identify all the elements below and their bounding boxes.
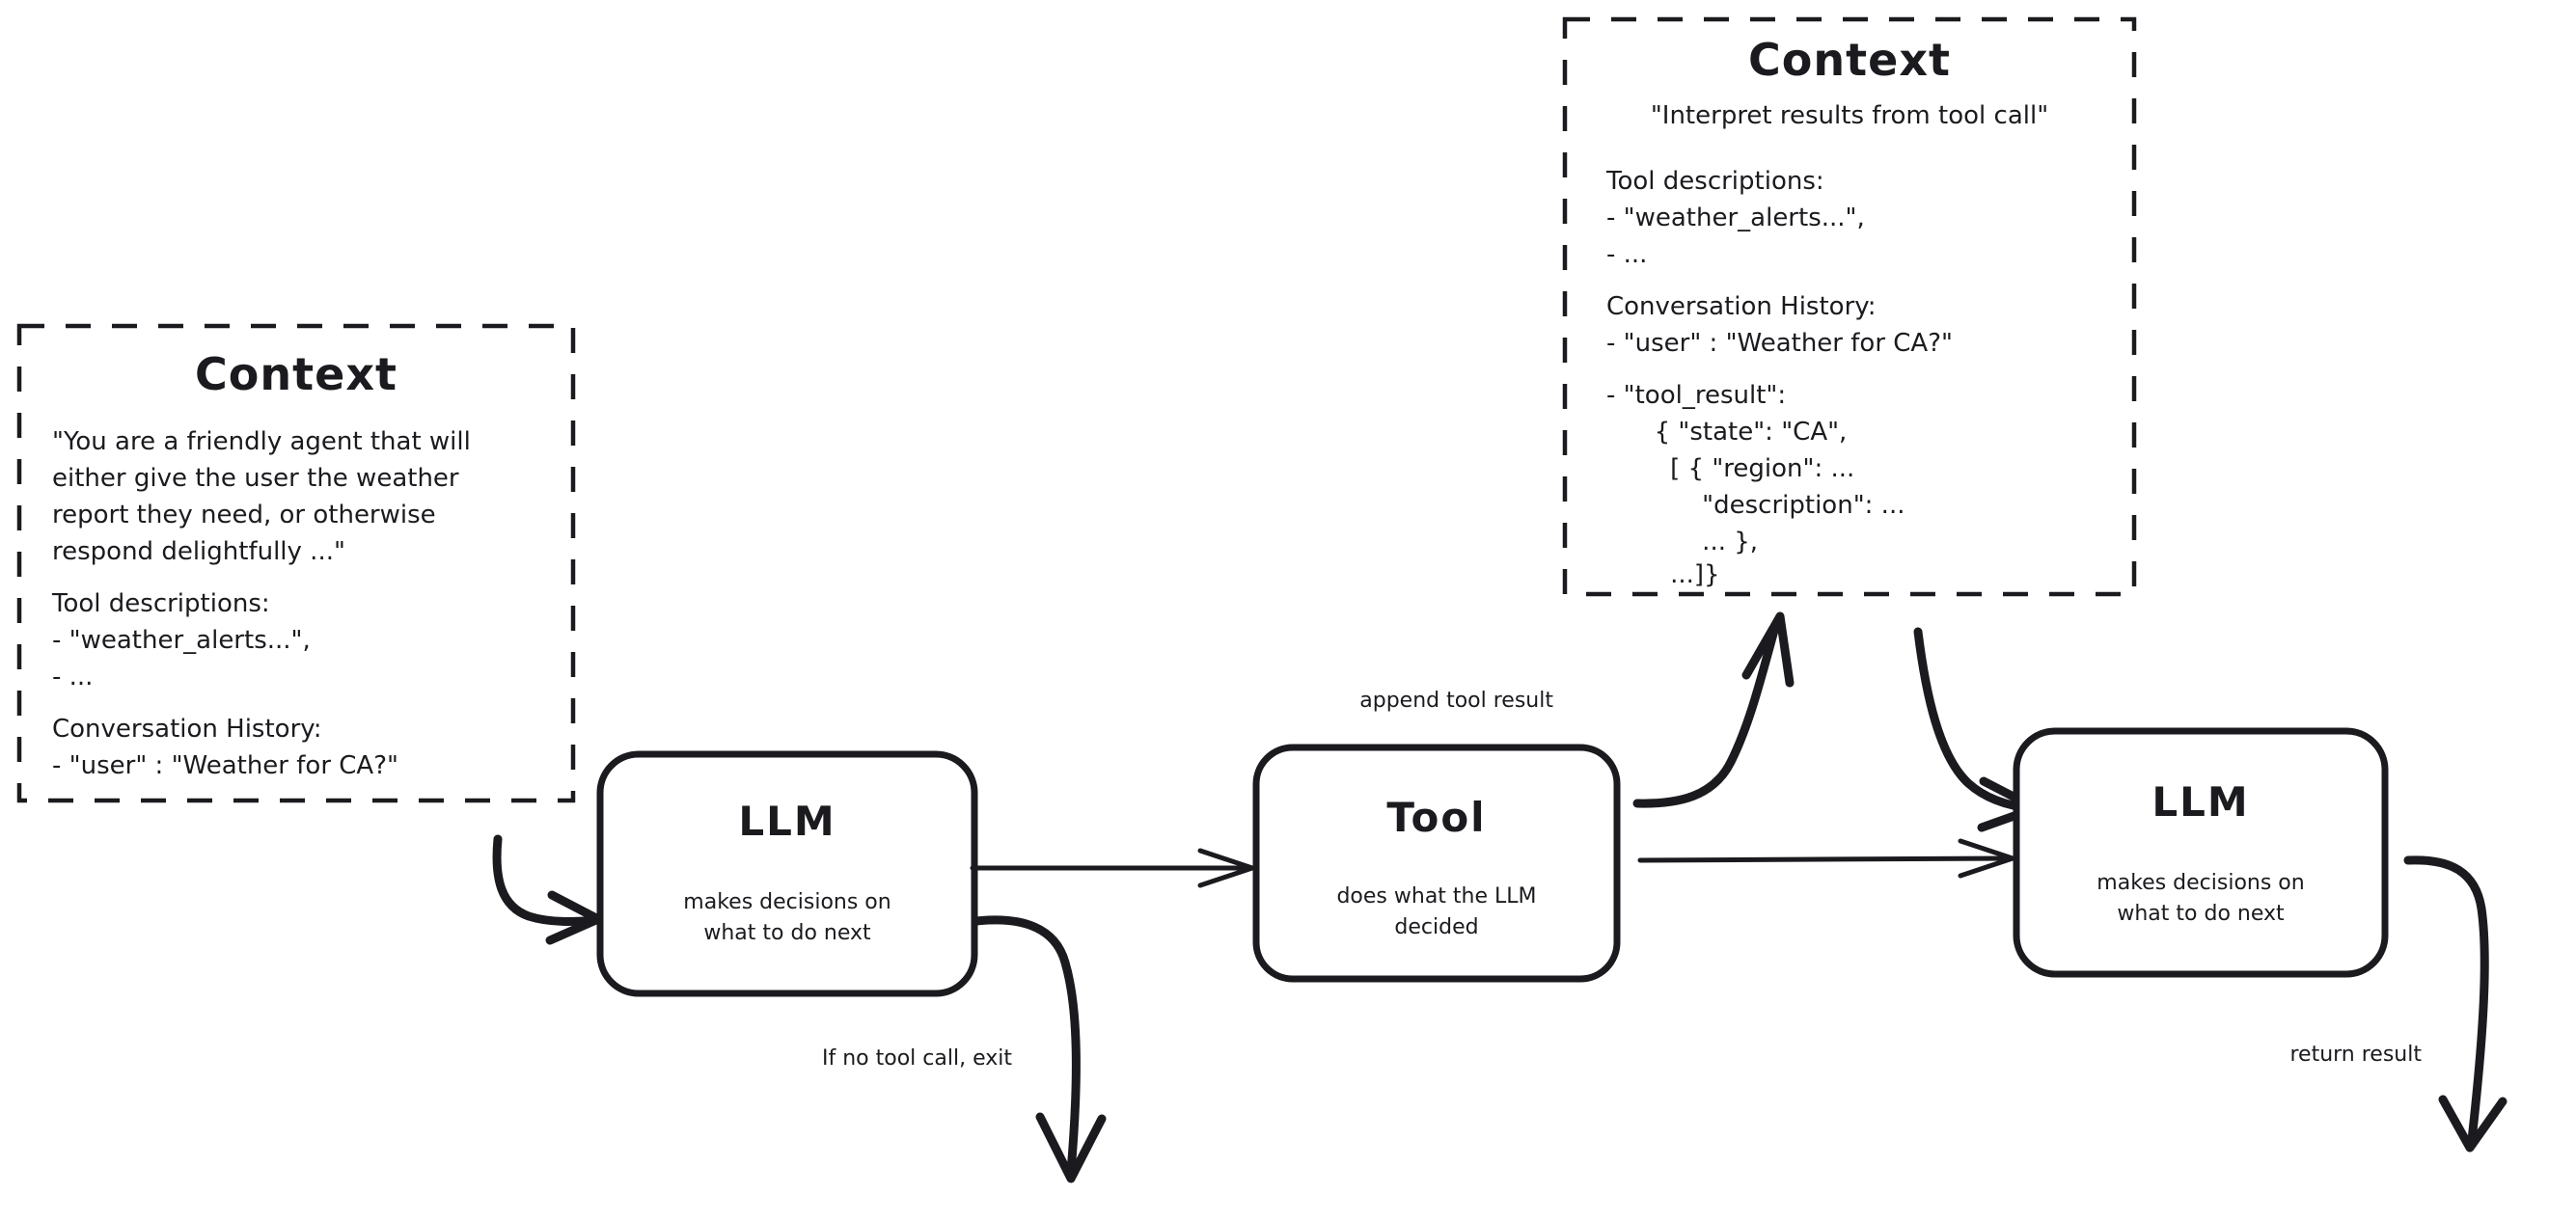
- context-left-line-10: - "user" : "Weather for CA?": [52, 751, 398, 780]
- context-left-line-3: respond delightfully ...": [52, 537, 345, 566]
- context-left-line-0: "You are a friendly agent that will: [52, 427, 471, 456]
- node-llm-first-subtitle-1: makes decisions on: [683, 890, 891, 914]
- arrow-llm-exit-line: [972, 915, 1081, 1177]
- context-right-line-5: - "user" : "Weather for CA?": [1606, 329, 1953, 358]
- node-tool-title: Tool: [1386, 794, 1486, 841]
- context-right-line-4: Conversation History:: [1606, 292, 1877, 321]
- context-left-border: [16, 323, 576, 803]
- node-llm-first-title: LLM: [738, 798, 836, 845]
- arrow-tool-to-context: append tool result: [1359, 611, 1795, 808]
- context-right-line-0: Tool descriptions:: [1605, 167, 1824, 196]
- arrow-tool-to-context-head: [1741, 611, 1795, 688]
- arrow-llm-to-tool-head: [1197, 848, 1255, 888]
- arrow-tool-to-context-label: append tool result: [1359, 689, 1553, 713]
- arrow-llm-exit: If no tool call, exit: [822, 915, 1107, 1183]
- context-left-line-5: Tool descriptions:: [51, 589, 270, 618]
- context-left-line-7: - ...: [52, 663, 93, 692]
- context-right-subtitle: "Interpret results from tool call": [1651, 101, 2048, 130]
- arrow-context-to-llm2-line: [1913, 627, 2037, 813]
- context-left-line-1: either give the user the weather: [52, 464, 459, 493]
- context-right-line-2: - ...: [1606, 240, 1647, 269]
- context-right-line-1: - "weather_alerts...",: [1606, 204, 1865, 232]
- node-tool-box[interactable]: [1252, 744, 1621, 983]
- context-right-border: [1562, 16, 2137, 597]
- context-left-line-2: report they need, or otherwise: [52, 501, 436, 529]
- arrow-tool-to-llm2: [1637, 838, 2015, 879]
- context-right-line-8: { "state": "CA",: [1606, 418, 1847, 447]
- node-tool-subtitle-2: decided: [1394, 915, 1478, 939]
- node-llm-first-box[interactable]: [596, 750, 978, 997]
- context-right-line-11: ... },: [1606, 528, 1758, 556]
- arrow-llm-to-tool: [970, 848, 1255, 888]
- node-llm-second-subtitle-2: what to do next: [2117, 902, 2285, 926]
- arrow-llm-exit-head: [1035, 1112, 1107, 1183]
- arrow-llm2-return: return result: [2289, 855, 2507, 1153]
- arrow-tool-to-llm2-line: [1637, 855, 2012, 863]
- node-llm-second[interactable]: LLM makes decisions on what to do next: [2013, 727, 2389, 978]
- node-llm-first-subtitle-2: what to do next: [703, 921, 871, 945]
- context-right-line-12: ...]}: [1606, 560, 1720, 589]
- node-llm-second-box[interactable]: [2013, 727, 2389, 978]
- context-right-title: Context: [1748, 34, 1951, 86]
- arrow-context-to-llm: [492, 834, 603, 945]
- context-box-right: Context "Interpret results from tool cal…: [1562, 16, 2137, 597]
- node-llm-second-title: LLM: [2151, 778, 2249, 826]
- node-llm-second-subtitle-1: makes decisions on: [2096, 871, 2304, 895]
- arrow-tool-to-context-line: [1632, 622, 1780, 808]
- node-tool[interactable]: Tool does what the LLM decided: [1252, 744, 1621, 983]
- node-tool-subtitle-1: does what the LLM: [1336, 884, 1536, 909]
- arrow-llm2-return-line: [2403, 855, 2489, 1145]
- node-llm-first[interactable]: LLM makes decisions on what to do next: [596, 750, 978, 997]
- context-left-line-9: Conversation History:: [52, 715, 322, 744]
- arrow-llm2-return-label: return result: [2289, 1043, 2422, 1067]
- arrow-tool-to-llm2-head: [1958, 838, 2015, 879]
- arrow-llm2-return-head: [2438, 1095, 2507, 1153]
- arrow-llm-exit-label: If no tool call, exit: [822, 1046, 1012, 1071]
- context-right-line-7: - "tool_result":: [1606, 381, 1786, 410]
- context-box-left: Context "You are a friendly agent that w…: [16, 323, 576, 803]
- context-right-line-10: "description": ...: [1606, 491, 1905, 520]
- arrow-context-to-llm-line: [492, 834, 601, 926]
- context-left-title: Context: [195, 348, 397, 400]
- context-left-line-6: - "weather_alerts...",: [52, 626, 311, 655]
- context-right-line-9: [ { "region": ...: [1606, 454, 1854, 483]
